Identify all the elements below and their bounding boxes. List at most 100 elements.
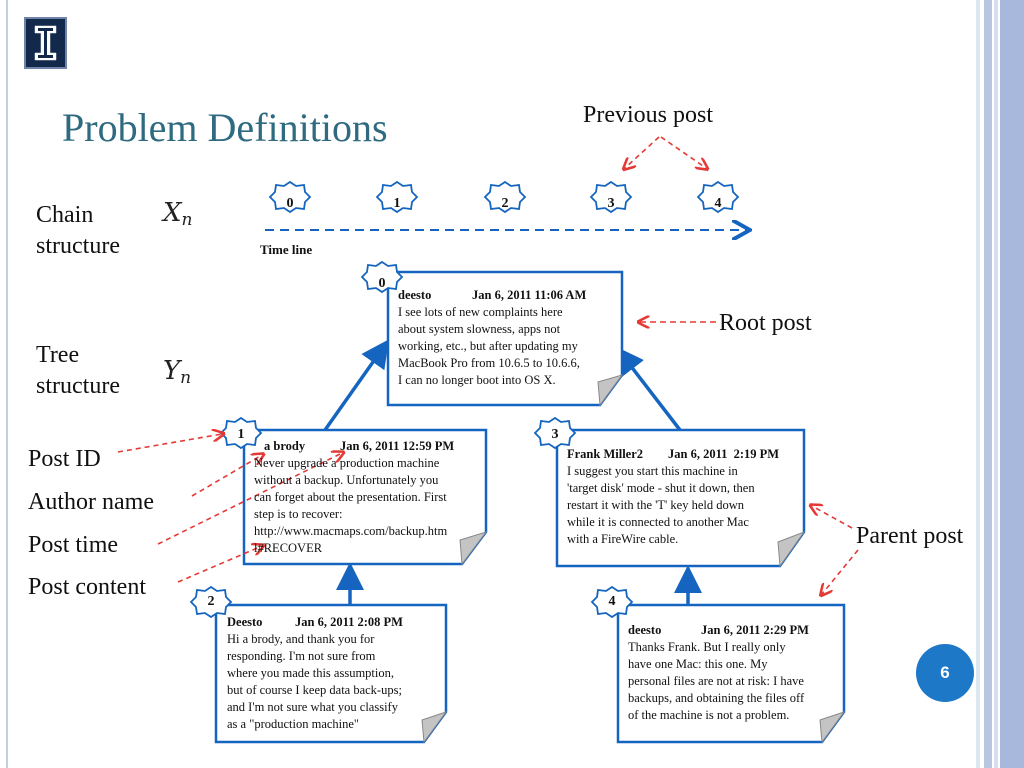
tree-badge-number-1: 1 — [237, 427, 245, 442]
chain-label-line2: structure — [36, 233, 120, 259]
post-box-4 — [616, 603, 846, 744]
post-content-line: without a backup. Unfortunately you — [254, 473, 439, 487]
post-author: deesto — [398, 288, 432, 302]
timeline-badge-2 — [483, 180, 527, 214]
author-name-arrow — [191, 455, 262, 497]
tree-badge-1 — [219, 416, 263, 450]
parent-post-arrow-down — [822, 549, 859, 594]
tree-badge-3 — [533, 416, 577, 450]
post-content-line: http://www.macmaps.com/backup.htm — [254, 524, 448, 538]
post-content-line: can forget about the presentation. First — [254, 490, 447, 504]
post-content-line: about system slowness, apps not — [398, 322, 561, 336]
post-time-label: Post time — [28, 532, 119, 558]
edge-3-to-0 — [615, 346, 682, 432]
post-content-line: working, etc., but after updating my — [398, 339, 578, 353]
post-content-arrow — [177, 546, 262, 583]
post-time: Jan 6, 2011 11:06 AM — [472, 288, 587, 302]
post-content-line: I suggest you start this machine in — [567, 464, 738, 478]
post-author: Deesto — [227, 615, 263, 629]
block-i-logo-icon — [34, 25, 57, 61]
previous-post-arrow-left — [625, 136, 660, 168]
parent-post-arrow-up — [812, 506, 853, 529]
previous-post-label: Previous post — [583, 102, 714, 128]
post-time-arrow — [157, 453, 342, 545]
timeline-badge-0 — [268, 180, 312, 214]
post-content-line: while it is connected to another Mac — [567, 515, 749, 529]
tree-variable: Yn — [163, 356, 192, 388]
post-content-line: 'target disk' mode - shut it down, then — [567, 481, 755, 495]
tree-badge-4 — [590, 585, 634, 619]
post-0: deesto Jan 6, 2011 11:06 AM I see lots of… — [398, 287, 586, 389]
time-line-label: Time line — [260, 242, 313, 257]
post-content-line: and I'm not sure what you classify — [227, 700, 398, 714]
post-content-line: as a "production machine" — [227, 717, 360, 731]
post-author: a brody — [264, 439, 306, 453]
post-author: Frank Miller2 — [567, 447, 644, 461]
post-content-line: step is to recover: — [254, 507, 343, 521]
post-content-line: with a FireWire cable. — [567, 532, 679, 546]
post-box-2 — [214, 603, 448, 744]
post-time: Jan 6, 2011 2:08 PM — [295, 615, 403, 629]
post-content-line: MacBook Pro from 10.6.5 to 10.6.6, — [398, 356, 580, 370]
post-box-3 — [555, 428, 806, 568]
post-content-line: Never upgrade a production machine — [254, 456, 440, 470]
post-id-label: Post ID — [28, 446, 101, 472]
post-content-line: have one Mac: this one. My — [628, 657, 768, 671]
timeline-badge-4 — [696, 180, 740, 214]
side-stripe — [994, 0, 998, 768]
side-stripe — [984, 0, 992, 768]
post-3: Frank Miller2 Jan 6, 2011 2:19 PM I sugge… — [567, 446, 779, 548]
university-logo — [24, 17, 67, 69]
timeline-badge-number-0: 0 — [286, 196, 294, 211]
tree-badge-number-2: 2 — [207, 594, 215, 609]
post-time: Jan 6, 2011 2:29 PM — [701, 623, 809, 637]
post-id-arrow — [117, 434, 222, 453]
post-content-line: responding. I'm not sure from — [227, 649, 376, 663]
author-name-label: Author name — [28, 489, 154, 515]
tree-badge-2 — [189, 585, 233, 619]
timeline-badge-number-4: 4 — [714, 196, 722, 211]
previous-post-arrow-right — [660, 136, 706, 168]
post-content-line: where you made this assumption, — [227, 666, 394, 680]
chain-variable: Xn — [163, 198, 193, 230]
timeline-badge-number-3: 3 — [607, 196, 615, 211]
post-content-line: of the machine is not a problem. — [628, 708, 790, 722]
tree-label-line1: Tree — [36, 342, 80, 368]
page-number-badge: 6 — [916, 644, 974, 702]
side-stripe — [1000, 0, 1024, 768]
timeline-badge-number-2: 2 — [501, 196, 509, 211]
slide-title: Problem Definitions — [62, 105, 388, 150]
post-box-0 — [386, 270, 624, 407]
post-box-1 — [242, 428, 488, 566]
post-1: a brody Jan 6, 2011 12:59 PM Never upgrad… — [254, 438, 454, 557]
post-content-line: but of course I keep data back-ups; — [227, 683, 402, 697]
tree-badge-number-4: 4 — [608, 594, 616, 609]
post-content-line: I can no longer boot into OS X. — [398, 373, 556, 387]
post-content-line: personal files are not at risk: I have — [628, 674, 804, 688]
tree-badge-0 — [360, 260, 404, 294]
timeline-badge-1 — [375, 180, 419, 214]
edge-1-to-0 — [323, 339, 390, 432]
chain-label-line1: Chain — [36, 202, 94, 228]
post-content-line: I see lots of new complaints here — [398, 305, 563, 319]
timeline-badge-number-1: 1 — [393, 196, 401, 211]
post-content-line: l#RECOVER — [254, 541, 323, 555]
post-time: Jan 6, 2011 2:19 PM — [668, 447, 780, 461]
root-post-label: Root post — [719, 310, 812, 336]
tree-label-line2: structure — [36, 373, 120, 399]
post-content-line: Thanks Frank. But I really only — [628, 640, 786, 654]
post-content-label: Post content — [28, 574, 146, 600]
post-content-line: backups, and obtaining the files off — [628, 691, 805, 705]
tree-badge-number-3: 3 — [551, 427, 559, 442]
timeline-badge-3 — [589, 180, 633, 214]
slide-left-border — [6, 0, 8, 768]
post-time: Jan 6, 2011 12:59 PM — [340, 439, 455, 453]
parent-post-label: Parent post — [856, 523, 964, 549]
post-content-line: Hi a brody, and thank you for — [227, 632, 375, 646]
post-content-line: restart it with the 'T' key held down — [567, 498, 745, 512]
side-stripe — [976, 0, 980, 768]
post-2: Deesto Jan 6, 2011 2:08 PM Hi a brody, an… — [227, 614, 403, 733]
tree-badge-number-0: 0 — [378, 276, 386, 291]
